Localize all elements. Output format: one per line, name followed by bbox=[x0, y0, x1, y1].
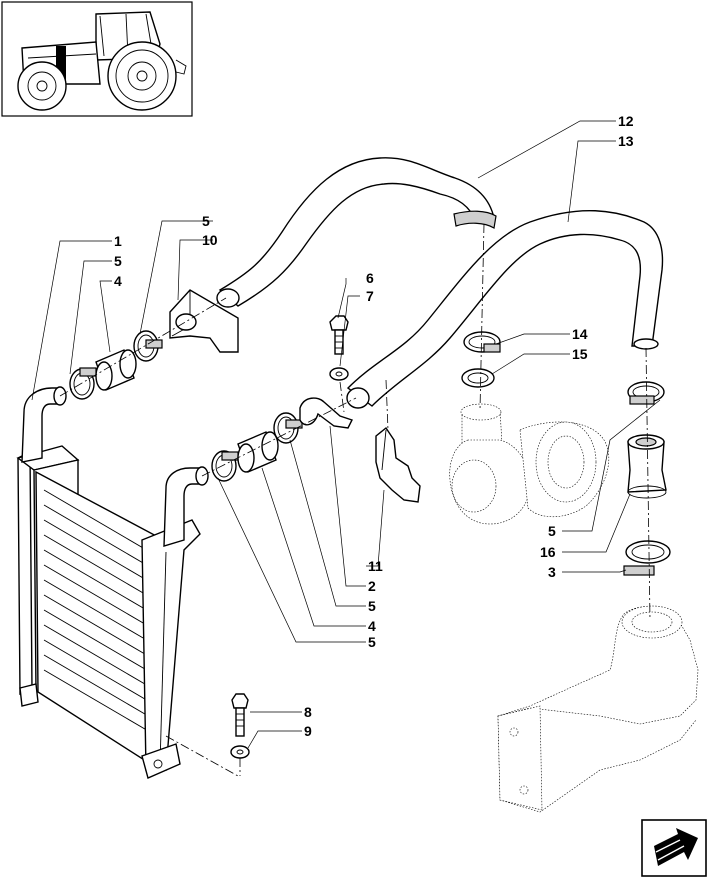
callout-14: 14 bbox=[572, 326, 588, 342]
callout-13: 13 bbox=[618, 133, 634, 149]
assembly-lines bbox=[59, 223, 651, 777]
callout-12: 12 bbox=[618, 113, 634, 129]
callout-6: 6 bbox=[366, 270, 374, 286]
next-page-arrow-icon[interactable] bbox=[641, 819, 707, 877]
callout-labels: 1 5 4 5 10 6 7 12 13 14 15 11 2 5 4 5 5 … bbox=[114, 113, 634, 739]
clamp-3 bbox=[623, 540, 671, 576]
leader-lines bbox=[31, 120, 661, 749]
clamp-5-right bbox=[627, 381, 665, 405]
sleeve-16 bbox=[627, 434, 667, 499]
callout-5: 5 bbox=[368, 634, 376, 650]
clamp-14 bbox=[463, 331, 501, 353]
callout-3: 3 bbox=[548, 564, 556, 580]
upper-hose bbox=[216, 157, 497, 308]
heat-shield bbox=[375, 426, 421, 503]
callout-10: 10 bbox=[202, 232, 218, 248]
lower-hose bbox=[346, 209, 664, 409]
washer-7 bbox=[329, 367, 349, 381]
bolt-6 bbox=[329, 315, 349, 355]
exhaust-elbow bbox=[497, 605, 699, 813]
callout-8: 8 bbox=[304, 704, 312, 720]
lower-right-clamp bbox=[273, 412, 303, 444]
callout-4: 4 bbox=[114, 273, 122, 289]
callout-9: 9 bbox=[304, 723, 312, 739]
callout-5: 5 bbox=[202, 213, 210, 229]
turbocharger bbox=[449, 403, 609, 525]
lower-left-clamp bbox=[211, 450, 239, 482]
upper-right-clamp bbox=[133, 330, 163, 362]
bracket bbox=[169, 289, 239, 353]
callout-5: 5 bbox=[548, 523, 556, 539]
tractor-thumbnail-icon[interactable] bbox=[1, 1, 193, 117]
callout-2: 2 bbox=[368, 578, 376, 594]
upper-left-clamp bbox=[69, 367, 97, 400]
callout-5: 5 bbox=[368, 598, 376, 614]
callout-7: 7 bbox=[366, 288, 374, 304]
bolt-8 bbox=[231, 693, 249, 737]
lower-sleeve bbox=[237, 431, 279, 473]
intercooler bbox=[16, 386, 209, 779]
callout-4: 4 bbox=[368, 618, 376, 634]
callout-15: 15 bbox=[572, 346, 588, 362]
callout-1: 1 bbox=[114, 233, 122, 249]
callout-11: 11 bbox=[368, 558, 383, 574]
upper-sleeve bbox=[95, 349, 137, 391]
o-ring-15 bbox=[461, 368, 495, 388]
washer-9 bbox=[230, 745, 250, 759]
callout-16: 16 bbox=[540, 544, 556, 560]
callout-5: 5 bbox=[114, 253, 122, 269]
